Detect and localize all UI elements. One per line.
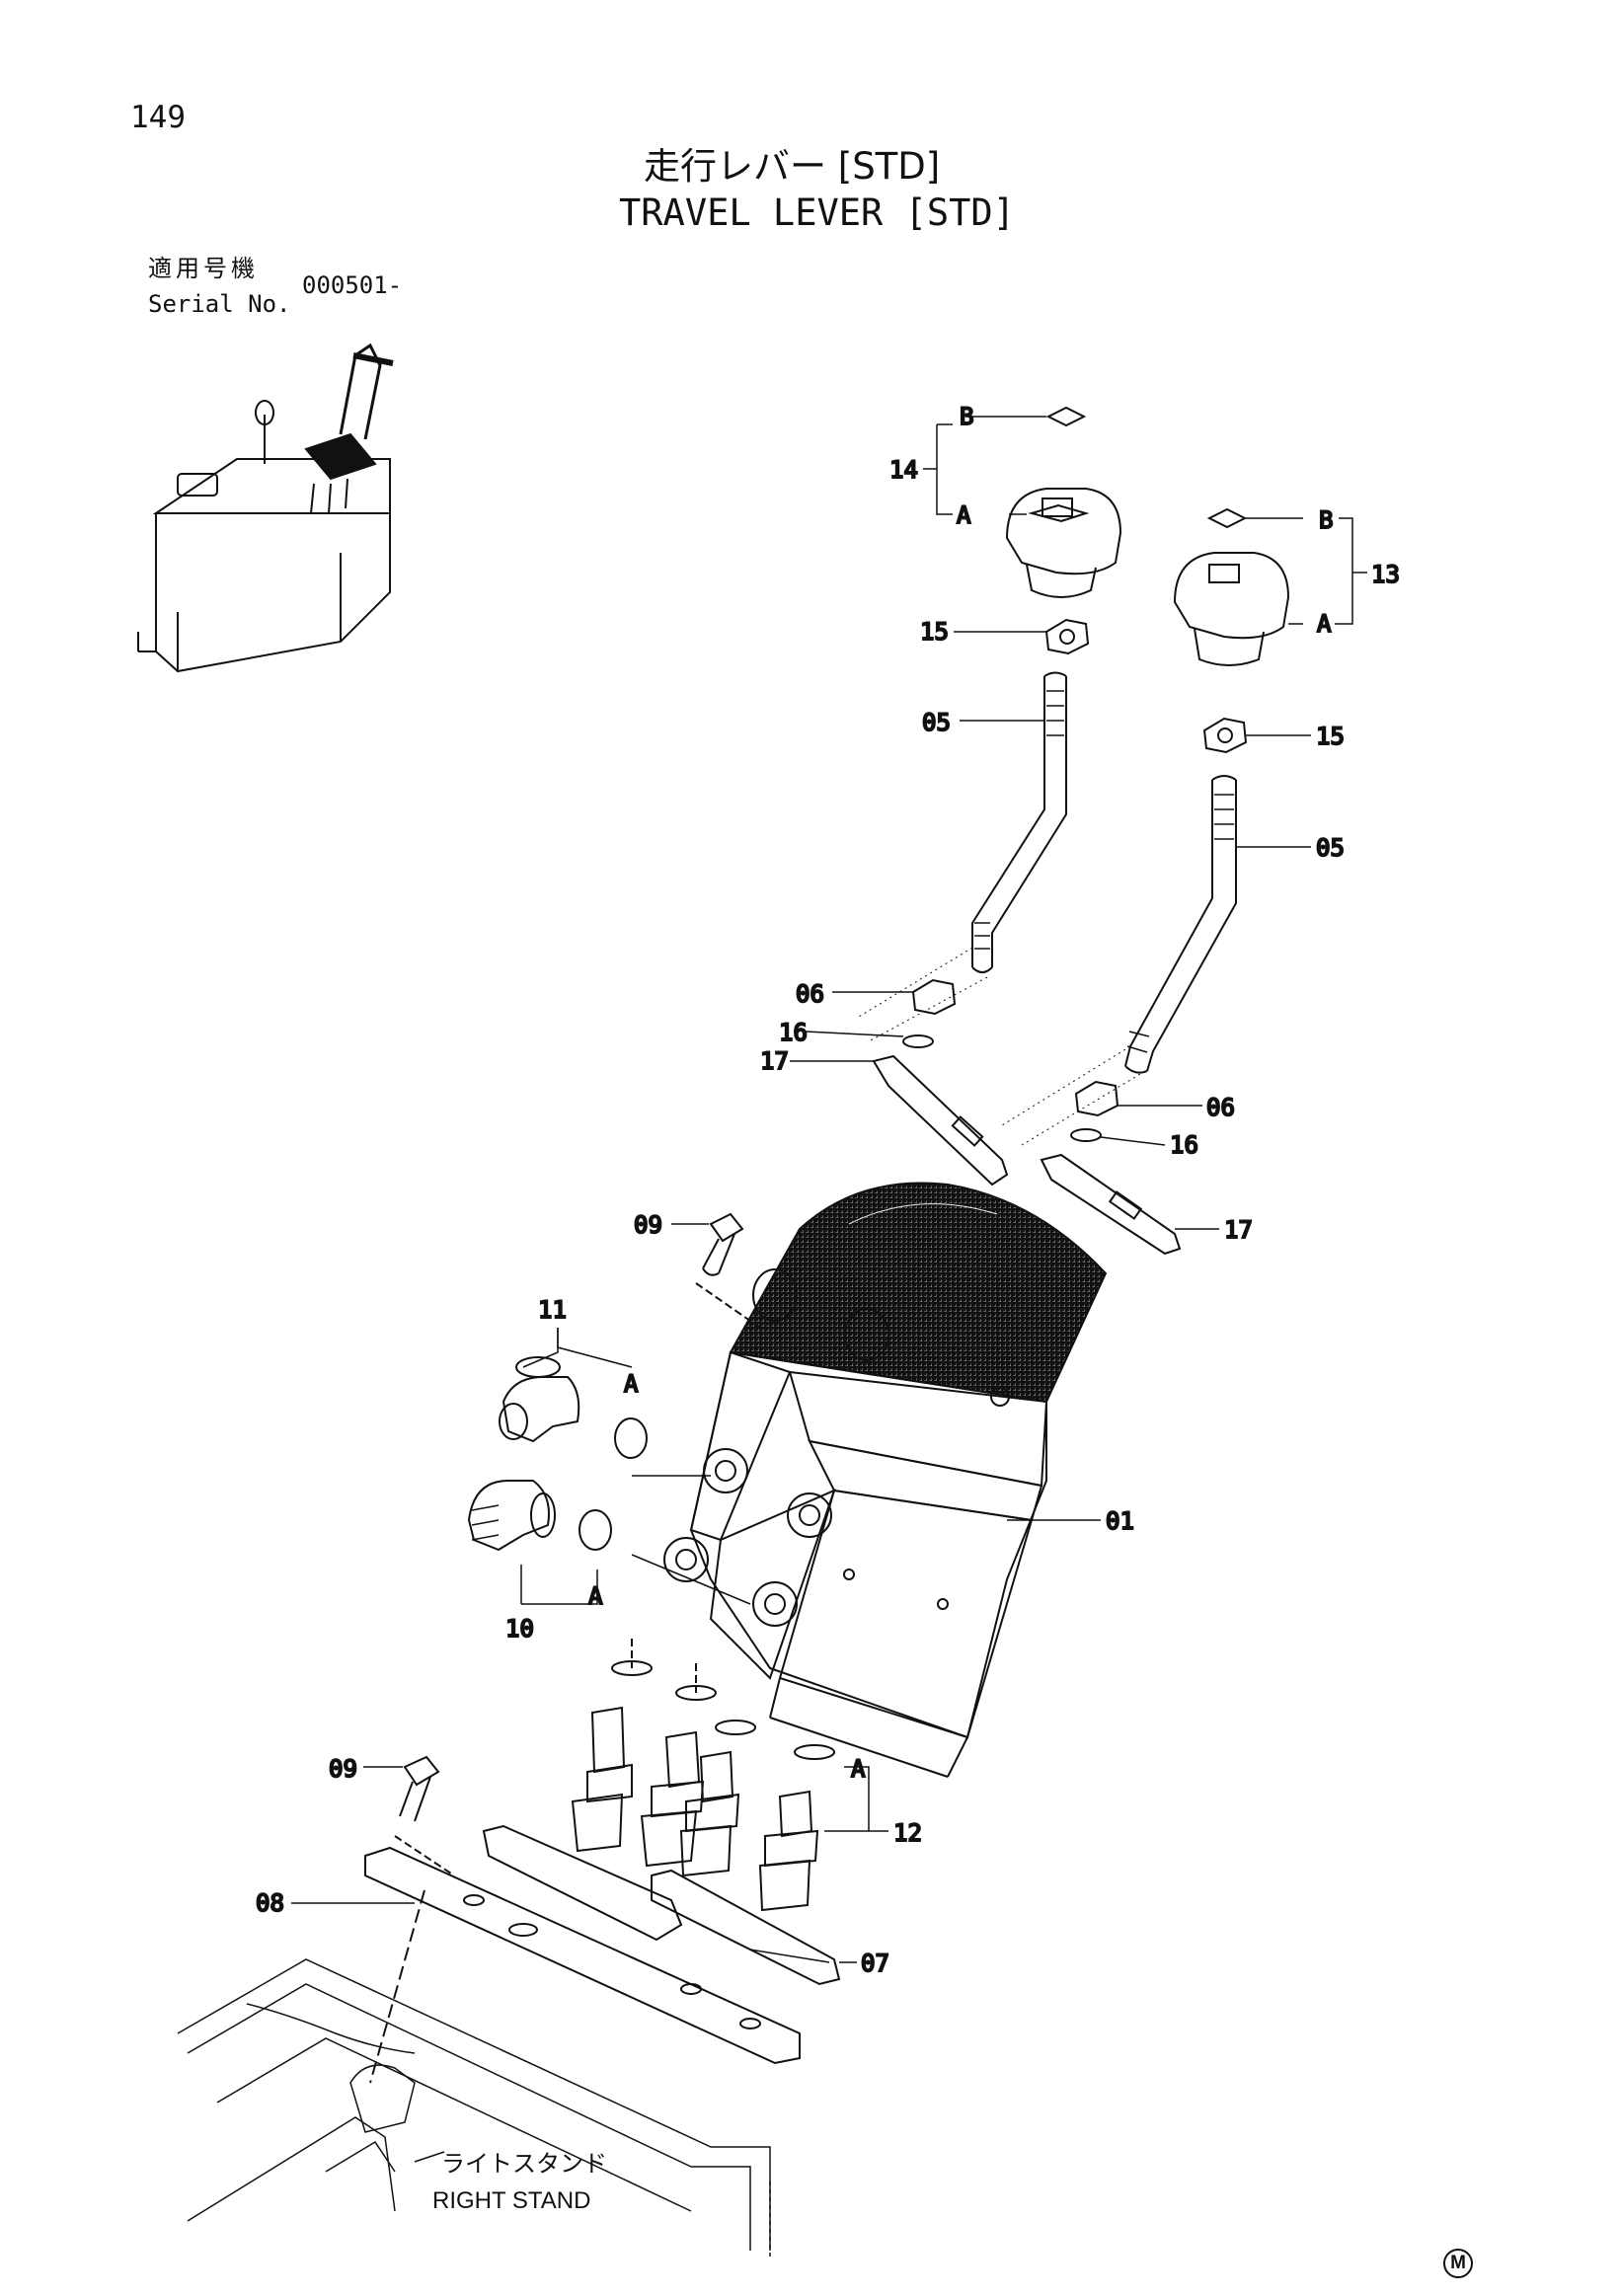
callout-10-A: A	[588, 1582, 603, 1610]
callout-05-left: 05	[922, 709, 951, 736]
connector-12-drawing	[571, 1706, 819, 1912]
callout-14-A: A	[957, 501, 971, 529]
page-number: 149	[130, 100, 186, 135]
serial-label-japanese: 適用号機	[148, 255, 259, 282]
callout-12: 12	[893, 1819, 922, 1847]
o-ring-10-drawing	[579, 1509, 612, 1551]
plate-17-right-drawing	[1040, 1153, 1182, 1256]
callout-12-A: A	[851, 1755, 866, 1783]
plate-17-right-slot	[1108, 1190, 1143, 1220]
knob-14-drawing	[1005, 406, 1122, 598]
knob-13-drawing	[1173, 507, 1290, 666]
callout-14: 14	[889, 456, 918, 484]
washer-16-right-drawing	[1070, 1128, 1102, 1142]
callout-05-right: 05	[1316, 834, 1345, 862]
lever-rod-05-left-drawing	[971, 671, 1067, 973]
title-japanese: 走行レバー [STD]	[644, 145, 941, 188]
plate-07-lower-drawing	[651, 1869, 841, 1986]
callout-10: 10	[505, 1615, 534, 1643]
right-stand-frame-drawing	[177, 1889, 771, 2260]
right-stand-label-japanese: ライトスタンド	[441, 2150, 607, 2178]
plate-17-left-slot	[951, 1115, 984, 1147]
callout-09-top: 09	[634, 1211, 662, 1239]
o-ring-11-drawing	[614, 1417, 648, 1459]
callout-07: 07	[861, 1950, 889, 1977]
nut-15-right-drawing	[1202, 717, 1248, 754]
elbow-fitting-10-drawing	[467, 1480, 556, 1552]
title-english: TRAVEL LEVER [STD]	[619, 191, 1015, 234]
callout-06-left: 06	[796, 980, 824, 1008]
alignment-line	[1001, 1045, 1146, 1146]
callout-06-right: 06	[1206, 1094, 1235, 1121]
plate-17-left-drawing	[872, 1054, 1009, 1186]
nut-15-left-drawing	[1044, 618, 1090, 655]
callout-14-B: B	[960, 403, 973, 430]
alignment-line	[858, 947, 988, 1042]
callout-17-left: 17	[760, 1047, 789, 1075]
nut-15-left-hole	[1059, 629, 1075, 645]
callout-13: 13	[1371, 561, 1400, 588]
plate-08-drawing	[364, 1846, 801, 2065]
o-rings-12-drawing	[611, 1639, 835, 1760]
callout-15-right: 15	[1316, 723, 1345, 750]
callout-16-right: 16	[1170, 1131, 1198, 1159]
callout-08: 08	[256, 1889, 284, 1917]
callout-11: 11	[538, 1296, 567, 1324]
nut-06-right-drawing	[1074, 1080, 1119, 1117]
callout-01: 01	[1106, 1507, 1134, 1535]
nut-15-right-hole	[1217, 727, 1233, 743]
callout-11-A: A	[624, 1370, 639, 1398]
callout-16-left: 16	[779, 1019, 808, 1046]
manufacturer-mark-icon: M	[1443, 2249, 1473, 2278]
callout-15-left: 15	[920, 618, 949, 646]
callout-13-B: B	[1319, 506, 1333, 534]
plate-07-upper-drawing	[482, 1824, 683, 1942]
pilot-valve-body-01-drawing	[631, 1182, 1108, 1778]
washer-16-left-drawing	[902, 1034, 934, 1048]
serial-label-english: Serial No.	[148, 290, 291, 318]
elbow-fitting-11-drawing	[499, 1356, 580, 1443]
callout-09-bottom: 09	[329, 1755, 357, 1783]
lever-rod-05-right-drawing	[1124, 775, 1237, 1074]
serial-number-value: 000501-	[302, 271, 403, 299]
callout-13-A: A	[1317, 610, 1332, 638]
location-thumbnail-icon	[137, 343, 394, 673]
right-stand-label-english: RIGHT STAND	[432, 2187, 591, 2214]
bolt-09-bottom-drawing	[394, 1755, 455, 1876]
leader-lines	[291, 416, 1367, 1963]
callout-17-right: 17	[1224, 1216, 1253, 1244]
nut-06-left-drawing	[911, 978, 957, 1016]
bolt-09-top-drawing	[695, 1212, 761, 1329]
